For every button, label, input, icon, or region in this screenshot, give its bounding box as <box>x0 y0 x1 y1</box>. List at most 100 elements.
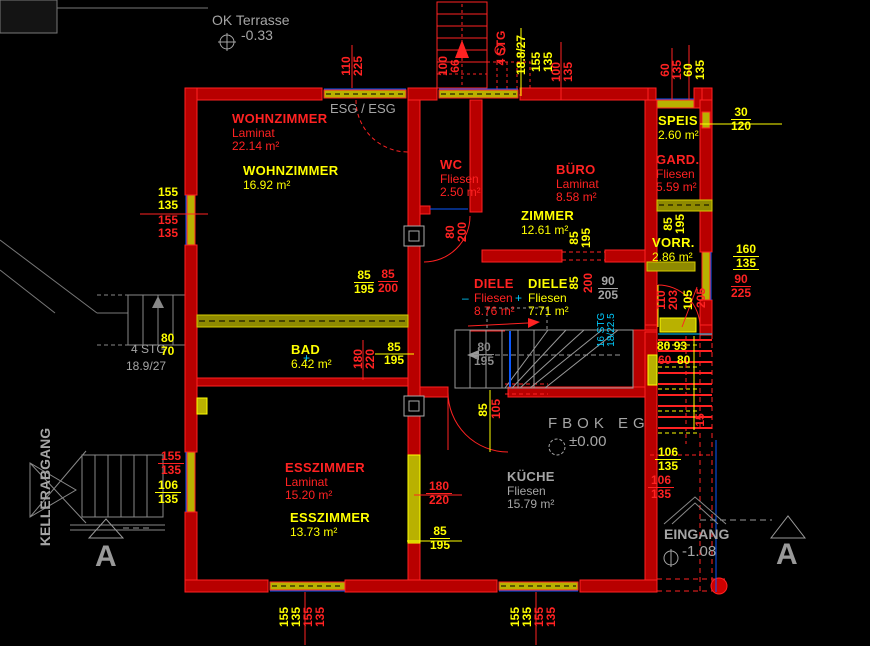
room-area: 2.60 m² <box>658 127 699 142</box>
room-kueche: KÜCHE Fliesen 15.79 m² <box>507 469 555 511</box>
dimension-lines <box>140 28 782 645</box>
room-name: ESSZIMMER <box>285 460 365 475</box>
dim-kueche-105: 105 <box>488 398 503 420</box>
room-zimmer: ZIMMER 12.61 m² <box>521 208 575 237</box>
room-area: 12.61 m² <box>521 222 569 237</box>
room-area: 15.20 m² <box>285 487 333 502</box>
esg-label: ESG / ESG <box>330 101 396 116</box>
room-name: GARD. <box>656 152 700 167</box>
room-material: Fliesen <box>528 290 567 305</box>
outer-walls <box>184 87 713 593</box>
room-area: 22.14 m² <box>232 138 280 153</box>
kellerabgang-label: KELLERABGANG <box>36 427 53 547</box>
dim-diele-85: 85 <box>566 276 581 290</box>
column-symbols <box>403 225 425 417</box>
top-stairs-ratio: 18.8/27 <box>513 34 528 76</box>
door-arcs <box>355 99 701 453</box>
room-wohnzimmer-red: WOHNZIMMER Laminat 22.14 m² <box>232 111 328 153</box>
terrasse-level-value: -0.33 <box>241 27 273 43</box>
room-name: ESSZIMMER <box>290 510 370 525</box>
room-name: BAD <box>291 342 321 357</box>
left-stairs-ratio: 18.9/27 <box>126 359 167 373</box>
diele-plus-icon: + <box>515 291 523 305</box>
bad-plus-icon: + <box>303 351 311 365</box>
room-name: KÜCHE <box>507 469 555 484</box>
dim-entry-60: 60 <box>658 353 672 367</box>
room-area: 8.58 m² <box>556 189 597 204</box>
room-name: ZIMMER <box>521 208 575 223</box>
dim-entry-15: 15 <box>692 413 707 427</box>
room-bad: BAD 6.42 m² <box>291 342 332 371</box>
interior-walls <box>196 99 713 581</box>
terrace-outline <box>0 0 208 314</box>
dim-entry-80: 80 <box>677 353 691 367</box>
dim-kueche-85: 85 <box>475 403 490 417</box>
room-area: 5.59 m² <box>656 179 697 194</box>
fbok-value: ±0.00 <box>569 433 607 450</box>
left-stairs-count: 4 STG <box>131 342 166 356</box>
room-wc: WC Fliesen 2.50 m² <box>440 157 481 199</box>
room-speis: SPEIS 2.60 m² <box>658 113 699 142</box>
dim-entry-80-93: 80 93 <box>657 339 688 353</box>
main-stairs <box>454 307 634 389</box>
section-markers <box>87 515 807 539</box>
room-esszimmer-yellow: ESSZIMMER 13.73 m² <box>290 510 370 539</box>
keller-stairs <box>29 450 165 531</box>
room-name: WOHNZIMMER <box>243 163 339 178</box>
room-material: Fliesen <box>507 483 546 498</box>
room-material: Fliesen <box>474 290 513 305</box>
terrasse-level-label: OK Terrasse <box>212 12 290 28</box>
room-area: 16.92 m² <box>243 177 291 192</box>
dim-vorrdoor-205: 205 <box>693 287 708 309</box>
room-area: 2.86 m² <box>652 249 693 264</box>
room-area: 15.79 m² <box>507 496 555 511</box>
main-stairs-ratio: 18/22.5 <box>606 313 617 347</box>
room-wohnzimmer-yellow: WOHNZIMMER 16.92 m² <box>243 163 339 192</box>
room-vorr: VORR. 2.86 m² <box>652 235 695 264</box>
diele-minus-icon: – <box>462 291 469 305</box>
room-diele-yellow: DIELE Fliesen 7.71 m² <box>528 276 569 318</box>
room-area: 6.42 m² <box>291 356 332 371</box>
room-material: Laminat <box>232 125 275 140</box>
room-name: SPEIS <box>658 113 698 128</box>
room-material: Fliesen <box>656 166 695 181</box>
main-stairs-annotation: 16 STG 18/22.5 <box>596 313 617 347</box>
room-area: 13.73 m² <box>290 524 338 539</box>
dim-diele-200: 200 <box>580 272 595 294</box>
eingang-value: -1.08 <box>682 543 717 560</box>
old-yellow-walls <box>196 199 713 544</box>
room-area: 2.50 m² <box>440 184 481 199</box>
room-name: DIELE <box>474 276 514 291</box>
room-name: WOHNZIMMER <box>232 111 328 126</box>
section-a-left: A <box>95 540 117 573</box>
room-area: 7.71 m² <box>528 303 569 318</box>
